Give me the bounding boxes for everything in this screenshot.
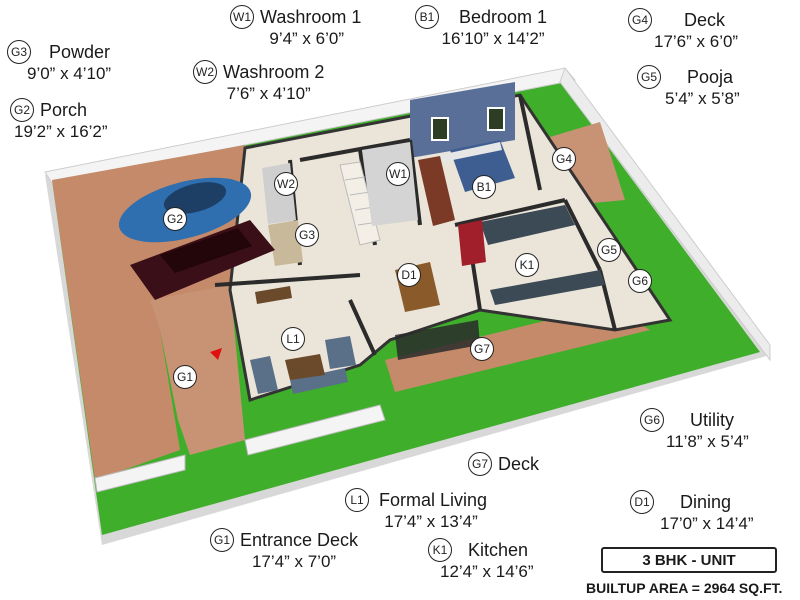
unit-type-badge: 3 BHK - UNIT — [601, 547, 777, 573]
front-boundary-wall-right — [244, 404, 386, 456]
entrance-deck — [150, 285, 245, 455]
compound-wall-right — [559, 66, 771, 362]
plan-badge-g5: G5 — [597, 238, 621, 262]
bedroom-window-left — [431, 117, 449, 141]
front-boundary-wall — [94, 454, 186, 493]
kitchen-counter-top — [480, 205, 575, 245]
plan-badge-g7: G7 — [470, 337, 494, 361]
plan-badge-g1: G1 — [173, 365, 197, 389]
wardrobe — [418, 156, 455, 226]
plan-badge-w2: W2 — [274, 172, 298, 196]
plan-badge-l1: L1 — [281, 327, 305, 351]
plan-badge-w1: W1 — [386, 162, 410, 186]
entrance-arrow — [210, 348, 222, 360]
plan-badge-g4: G4 — [552, 147, 576, 171]
blue-car — [118, 177, 252, 243]
powder-floor — [268, 220, 303, 266]
plan-badge-g3: G3 — [295, 223, 319, 247]
plan-badge-b1: B1 — [472, 175, 496, 199]
tv-unit — [255, 286, 292, 304]
plan-badge-g2: G2 — [163, 207, 187, 231]
bed-headboard — [440, 142, 502, 162]
living-sofas — [250, 336, 356, 394]
coffee-table — [285, 354, 325, 380]
plan-badge-g6: G6 — [628, 269, 652, 293]
maroon-car — [130, 220, 275, 300]
plan-badge-d1: D1 — [397, 263, 421, 287]
house-floor — [228, 93, 673, 402]
refrigerator — [458, 220, 486, 266]
builtup-area: BUILTUP AREA = 2964 SQ.FT. — [586, 580, 783, 596]
bedroom-window-right — [487, 107, 505, 131]
side-deck — [540, 122, 625, 205]
glass-sliding-door — [395, 320, 480, 360]
kitchen-counter-bottom — [490, 270, 605, 305]
plan-badge-k1: K1 — [515, 253, 539, 277]
